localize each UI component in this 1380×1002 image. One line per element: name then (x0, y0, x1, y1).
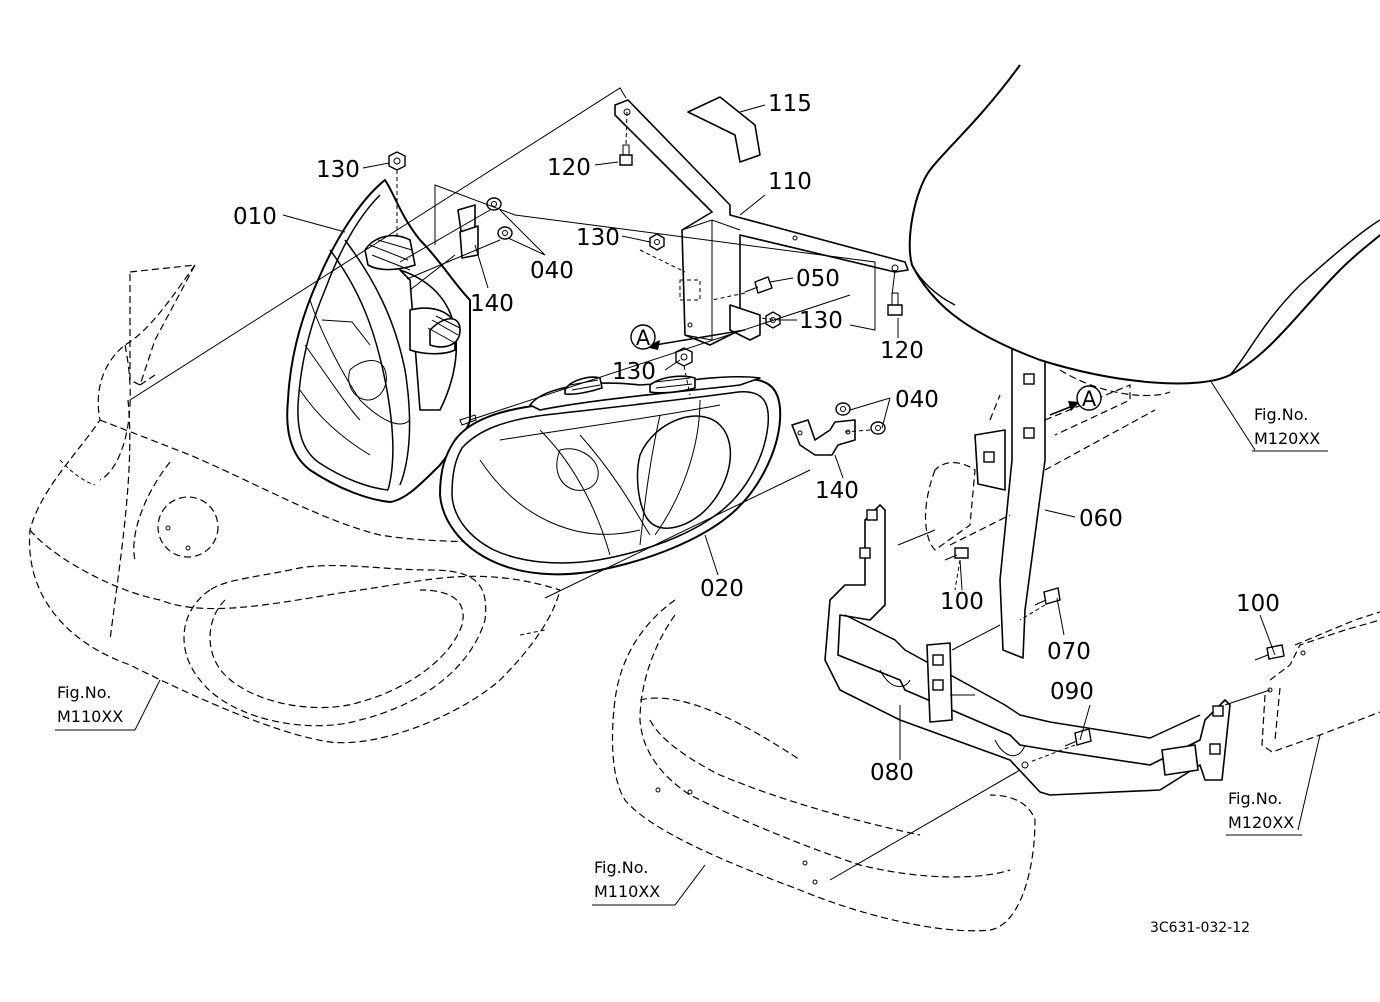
bolt-100-left-icon (944, 547, 969, 561)
figure-ref-left: Fig.No. M110XX (55, 683, 135, 731)
label-040-upper: 040 (530, 258, 574, 284)
bolt-090-icon (1064, 728, 1092, 747)
figure-ref-bottom-right: Fig.No. M120XX (1226, 789, 1302, 836)
part-labels: 115 120 110 130 130 010 040 050 140 130 … (233, 91, 1280, 786)
label-050: 050 (796, 266, 840, 292)
nut-040-upper-icon (486, 197, 513, 240)
label-120-right: 120 (880, 338, 924, 364)
label-090: 090 (1050, 679, 1094, 705)
nut-130-top-icon (388, 151, 406, 171)
headlight-left-010 (286, 179, 477, 503)
assembly-lines (129, 87, 1271, 881)
front-bumper (611, 599, 1036, 932)
label-130-low: 130 (612, 359, 656, 385)
label-115: 115 (768, 91, 812, 117)
label-120-top: 120 (547, 155, 591, 181)
view-arrow-a2: A (1049, 385, 1102, 416)
bolt-100-right-icon (1254, 644, 1285, 661)
leader-lines (134, 104, 1321, 906)
bolt-120-top-icon (619, 144, 633, 166)
headlight-right-020 (439, 375, 782, 576)
label-070: 070 (1047, 639, 1091, 665)
label-100-left: 100 (940, 589, 984, 615)
side-panel-right (1261, 611, 1380, 753)
label-010: 010 (233, 204, 277, 230)
bolt-120-right-icon (887, 292, 903, 316)
drawing-number: 3C631-032-12 (1150, 920, 1250, 936)
view-marker-a1: A (636, 326, 651, 350)
cover-plate-115 (687, 96, 761, 163)
fig-ref-bottom-prefix: Fig.No. (594, 858, 648, 877)
bolt-070-icon (1034, 587, 1061, 606)
nut-130-low-icon (675, 347, 693, 367)
fig-ref-top-right-code: M120XX (1254, 429, 1320, 448)
nut-040-lower-icon (835, 402, 886, 435)
fig-ref-bottom-right-code: M120XX (1228, 813, 1294, 832)
bracket-140-right (791, 419, 856, 456)
figure-ref-top-right: Fig.No. M120XX (1252, 405, 1328, 452)
fig-ref-bottom-right-prefix: Fig.No. (1228, 789, 1282, 808)
bolt-050-icon (744, 276, 773, 294)
label-130-mid: 130 (799, 308, 843, 334)
label-060: 060 (1079, 506, 1123, 532)
nut-130-stay-icon (649, 233, 665, 251)
fig-ref-bottom-code: M110XX (594, 882, 660, 901)
label-040-lower: 040 (895, 387, 939, 413)
figure-ref-bottom: Fig.No. M110XX (592, 858, 675, 906)
label-110: 110 (768, 169, 812, 195)
hood-top-right (908, 64, 1380, 397)
label-080: 080 (870, 760, 914, 786)
view-arrow-a1: A (630, 324, 746, 350)
fig-ref-top-right-prefix: Fig.No. (1254, 405, 1308, 424)
label-130-top: 130 (316, 157, 360, 183)
fig-ref-left-code: M110XX (57, 707, 123, 726)
label-140-upper: 140 (470, 291, 514, 317)
label-130-stay: 130 (576, 225, 620, 251)
label-100-right: 100 (1236, 591, 1280, 617)
bracket-080 (824, 504, 1231, 796)
view-marker-a2: A (1082, 387, 1097, 411)
bracket-stay-110 (614, 99, 909, 346)
label-140-lower: 140 (815, 478, 859, 504)
fig-ref-left-prefix: Fig.No. (57, 683, 111, 702)
bracket-140-left (457, 204, 479, 259)
label-020: 020 (700, 576, 744, 602)
